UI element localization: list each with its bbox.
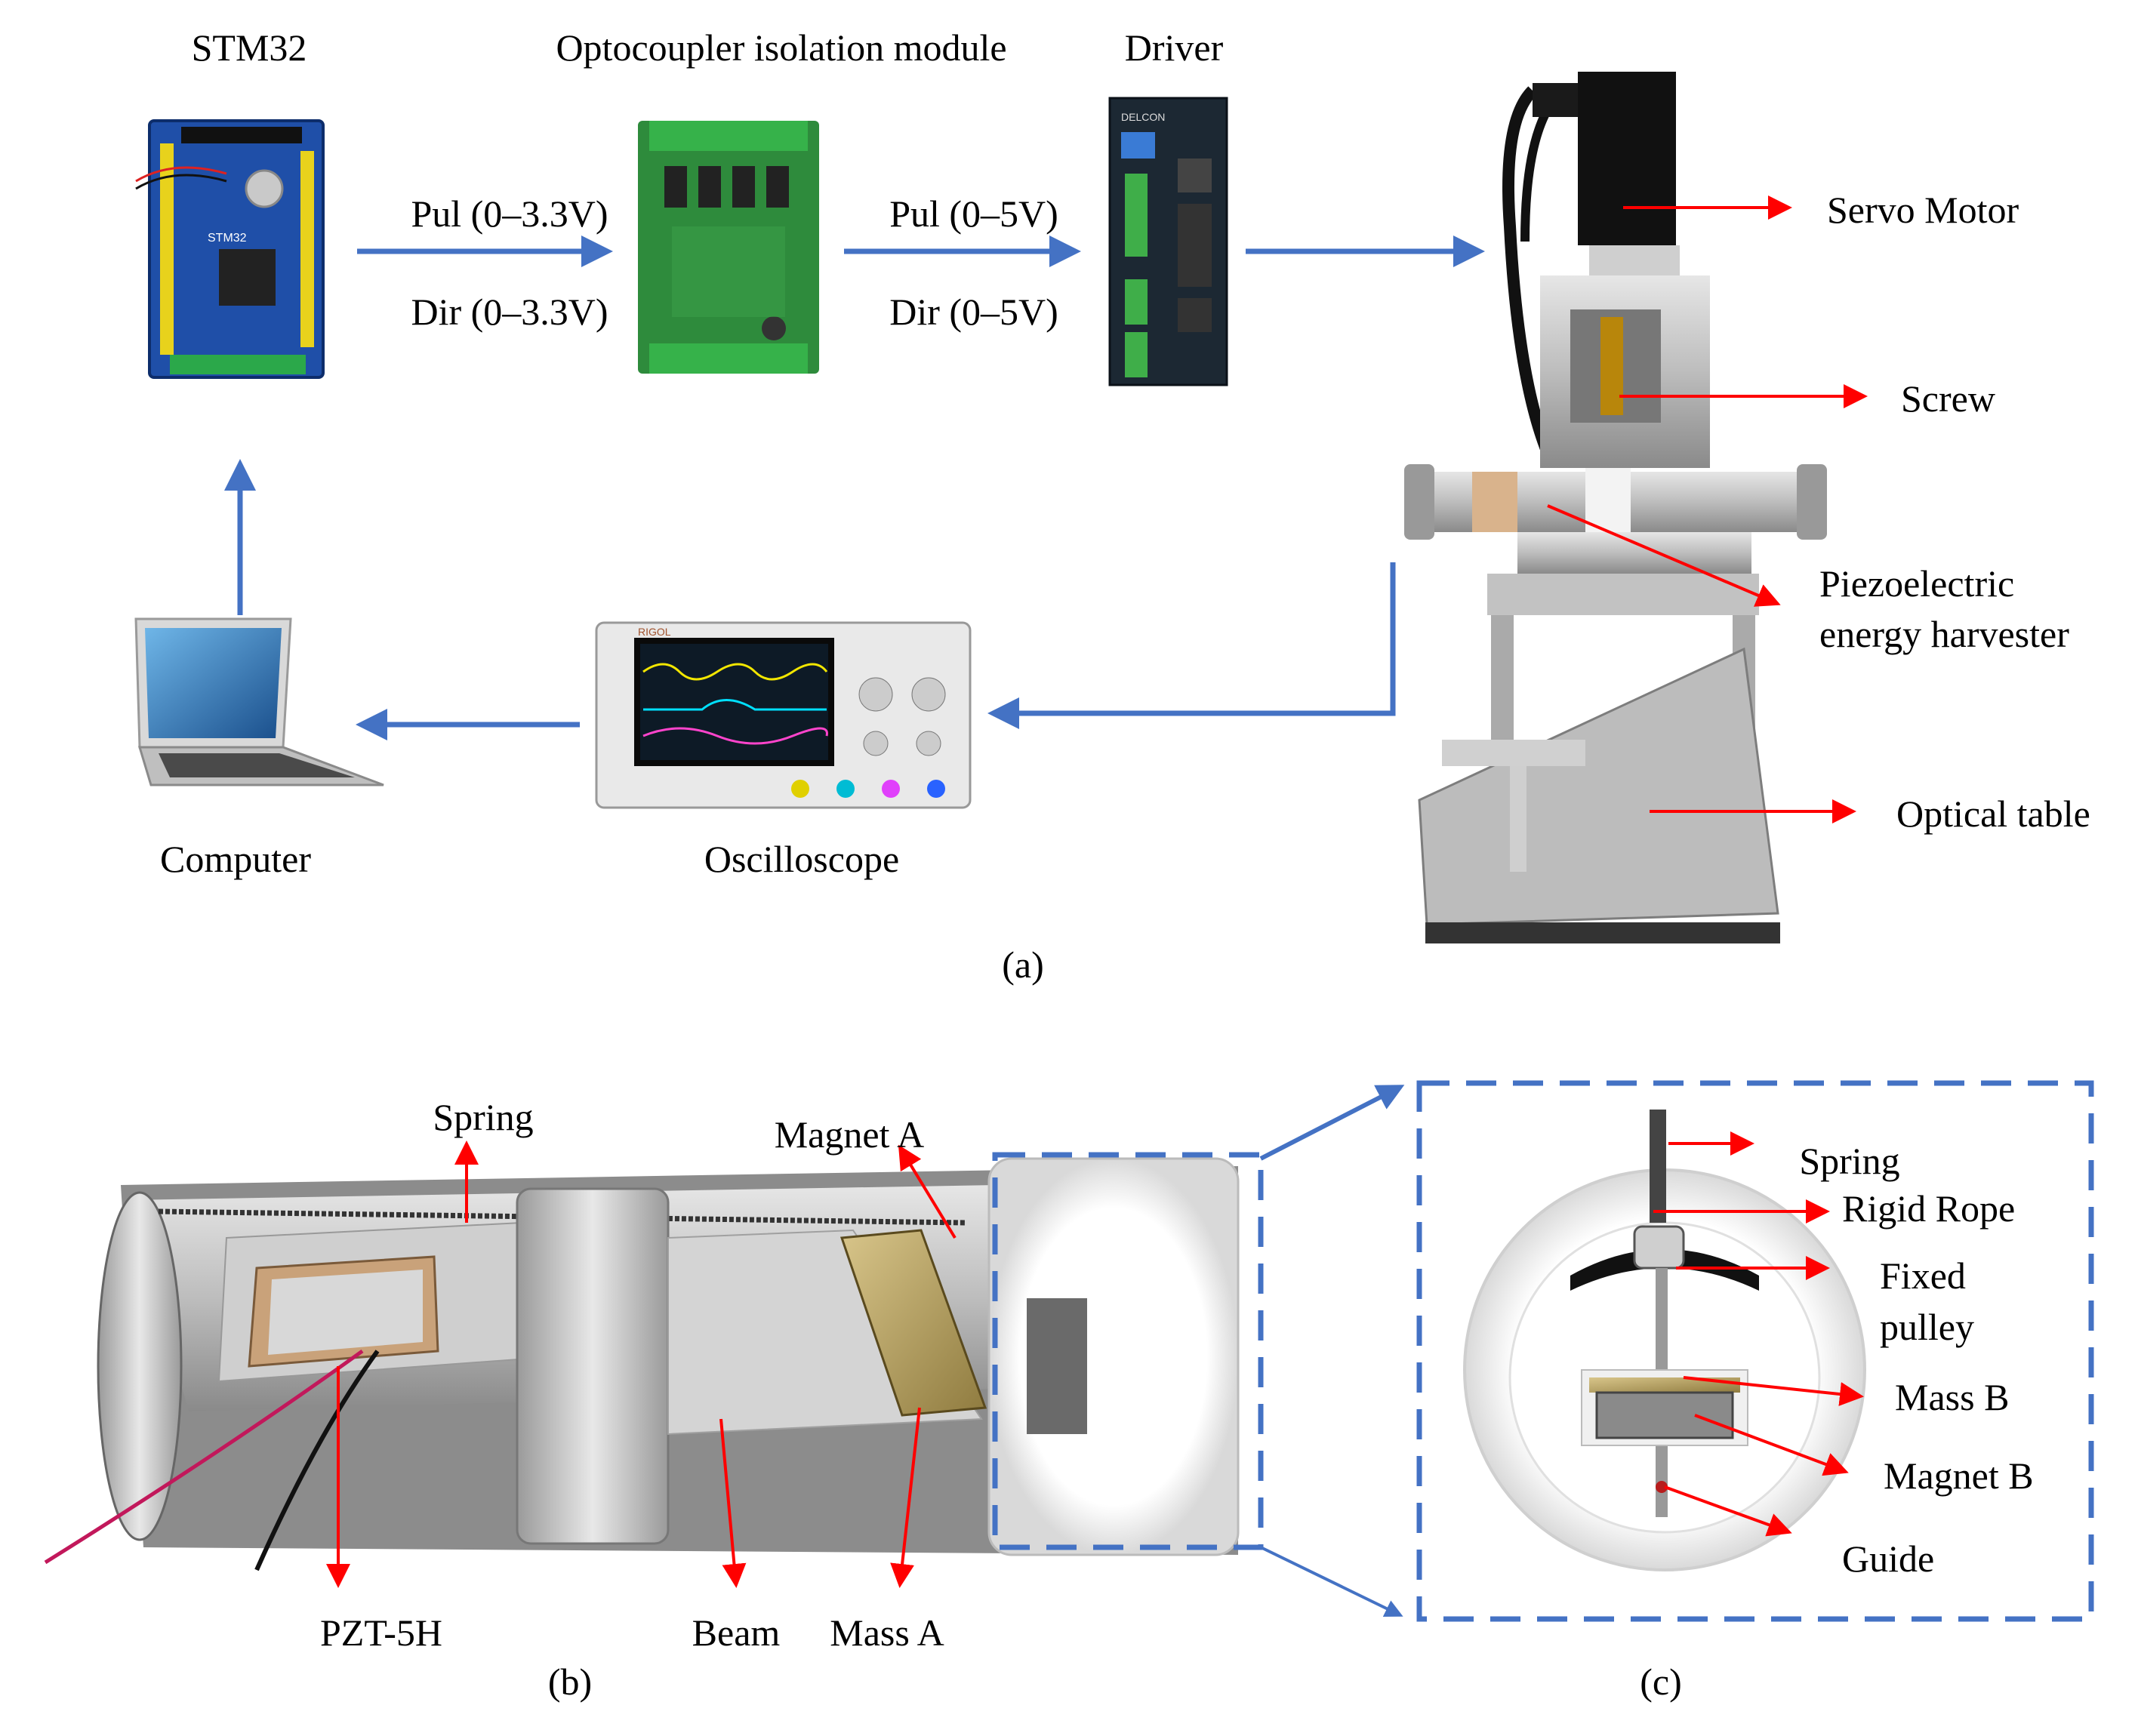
panel-c: Spring Rigid Rope Fixed pulley Mass B Ma…	[1416, 1080, 2094, 1703]
label-fixed-pulley-line1: Fixed	[1880, 1254, 1966, 1297]
zoom-box-c	[1416, 1080, 2094, 1622]
caption-c: (c)	[1640, 1661, 1682, 1703]
signal-flow-arrows	[224, 235, 1485, 740]
component-pointer-arrows	[1547, 195, 1868, 823]
cross-section-photo	[1463, 1110, 1866, 1571]
board-print-text: STM32	[208, 232, 247, 245]
label-optical-table: Optical table	[1896, 793, 2090, 835]
label-dir-5v: Dir (0–5V)	[889, 291, 1058, 333]
driver-image: DELCON	[1108, 97, 1228, 386]
label-computer: Computer	[160, 838, 311, 880]
label-servo-motor: Servo Motor	[1827, 189, 2019, 231]
label-mass-a: Mass A	[830, 1611, 944, 1654]
harvester-photo	[44, 1157, 1240, 1571]
panel-b-pointer-arrows	[326, 1140, 957, 1588]
label-mass-b: Mass B	[1895, 1376, 2009, 1418]
label-pzt: PZT-5H	[320, 1611, 442, 1654]
optocoupler-module-image	[638, 121, 819, 374]
pointer-mass-b	[1683, 1376, 1864, 1406]
test-rig-image	[1404, 72, 1827, 943]
pointer-beam	[719, 1418, 747, 1588]
label-piezo-line2: energy harvester	[1819, 613, 2069, 655]
label-stm32: STM32	[192, 26, 307, 69]
panel-c-pointer-arrows	[1653, 1131, 1864, 1537]
computer-image	[134, 617, 384, 786]
label-screw: Screw	[1901, 377, 1995, 420]
pointer-guide	[1664, 1485, 1792, 1537]
label-optocoupler: Optocoupler isolation module	[556, 26, 1006, 69]
pointer-magnet-b	[1694, 1414, 1849, 1476]
label-magnet-a: Magnet A	[775, 1113, 925, 1156]
label-beam: Beam	[692, 1611, 781, 1654]
label-piezo-line1: Piezoelectric	[1819, 562, 2014, 605]
scope-brand-text: RIGOL	[638, 626, 671, 638]
zoom-connector-bottom	[1260, 1546, 1403, 1617]
label-driver: Driver	[1125, 26, 1224, 69]
caption-a: (a)	[1002, 943, 1044, 986]
caption-b: (b)	[548, 1661, 592, 1703]
panel-a: STM32 DELCON	[134, 26, 2090, 986]
label-spring-c: Spring	[1799, 1140, 1899, 1182]
pointer-magnet-a	[898, 1144, 957, 1239]
label-oscilloscope: Oscilloscope	[704, 838, 899, 880]
label-rigid-rope: Rigid Rope	[1842, 1187, 2015, 1230]
arrow-rig-to-oscilloscope	[987, 562, 1396, 729]
label-pul-5v: Pul (0–5V)	[889, 192, 1058, 235]
label-magnet-b: Magnet B	[1884, 1454, 2034, 1497]
stm32-board-image: STM32	[135, 119, 325, 379]
label-fixed-pulley-line2: pulley	[1880, 1306, 1974, 1348]
label-dir-3v3: Dir (0–3.3V)	[411, 291, 608, 333]
label-pul-3v3: Pul (0–3.3V)	[411, 192, 608, 235]
oscilloscope-image: RIGOL	[595, 621, 972, 809]
pointer-mass-a	[890, 1407, 921, 1588]
driver-brand-text: DELCON	[1121, 111, 1165, 123]
label-guide: Guide	[1842, 1537, 1934, 1580]
panel-b: Spring Magnet A PZT-5H Beam Mass A (b)	[44, 1085, 1405, 1703]
pointer-piezo-harvester	[1547, 504, 1781, 607]
zoom-connector-top	[1259, 1085, 1405, 1161]
label-spring-b: Spring	[433, 1096, 533, 1138]
